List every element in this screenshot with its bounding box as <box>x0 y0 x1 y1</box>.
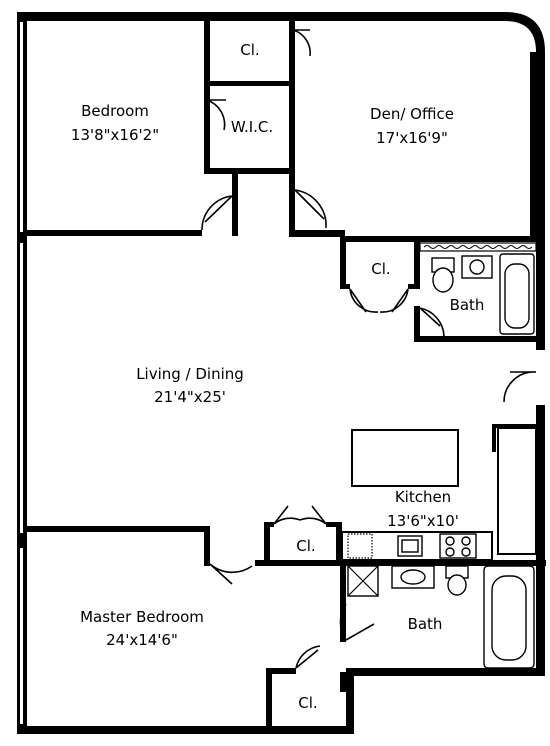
lower-bath-label: Bath <box>408 615 443 633</box>
living-closet-label: Cl. <box>296 537 315 555</box>
doors <box>201 29 537 669</box>
exterior-walls <box>17 12 545 734</box>
den-size: 17'x16'9" <box>376 129 448 147</box>
wic-label: W.I.C. <box>231 118 273 136</box>
kitchen-fixtures <box>341 429 493 561</box>
closet-top-label: Cl. <box>240 41 259 59</box>
living-name: Living / Dining <box>136 365 244 383</box>
living-size: 21'4"x25' <box>154 388 226 406</box>
bedroom-size: 13'8"x16'2" <box>71 126 159 144</box>
master-size: 24'x14'6" <box>106 631 178 649</box>
hall-closet-label: Cl. <box>371 260 390 278</box>
den-name: Den/ Office <box>370 105 454 123</box>
master-closet-label: Cl. <box>298 694 317 712</box>
kitchen-size: 13'6"x10' <box>387 512 459 530</box>
master-name: Master Bedroom <box>80 608 204 626</box>
lower-bath-fixtures <box>347 565 535 669</box>
bedroom-name: Bedroom <box>81 102 149 120</box>
labels: Bedroom 13'8"x16'2" Cl. W.I.C. Den/ Offi… <box>71 41 485 712</box>
upper-bath-label: Bath <box>450 296 485 314</box>
interior-walls <box>24 18 546 732</box>
upper-bath-fixtures <box>419 242 537 335</box>
kitchen-name: Kitchen <box>395 488 451 506</box>
